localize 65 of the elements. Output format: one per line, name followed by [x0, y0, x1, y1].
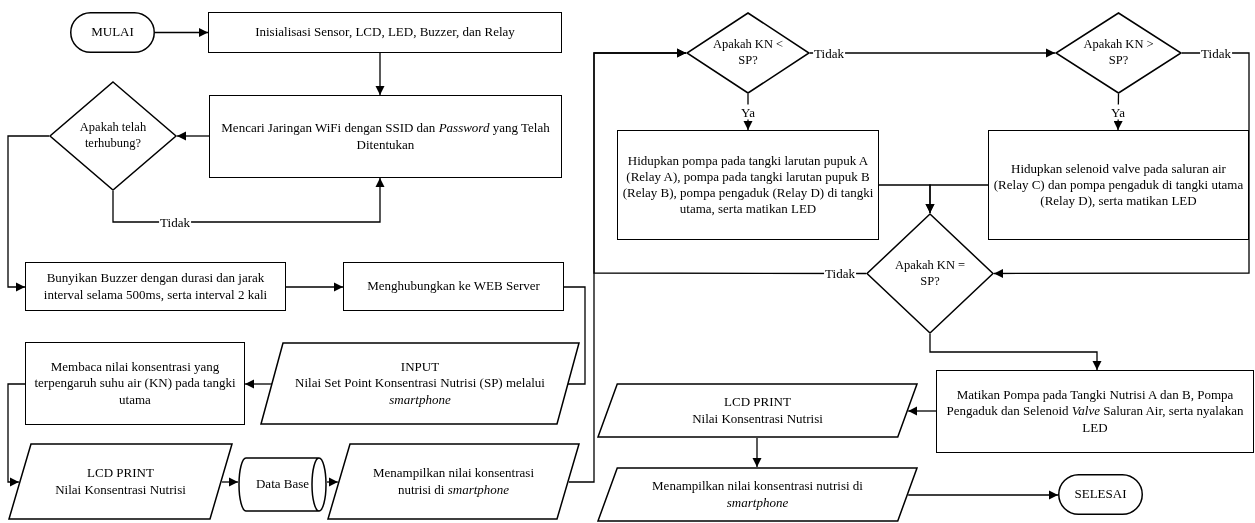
process-box — [25, 262, 286, 311]
io-parallelogram — [260, 342, 580, 425]
node-text: LCD PRINT — [87, 465, 154, 482]
arrow — [593, 48, 867, 275]
node-text: Menampilkan nilai konsentrasi nutrisi di smartphone — [372, 465, 535, 498]
io-parallelogram — [597, 383, 918, 438]
arrow — [1113, 93, 1123, 131]
process-box — [343, 262, 564, 311]
arrow — [244, 379, 272, 389]
process-box — [617, 130, 879, 240]
arrow — [907, 406, 937, 416]
node-text: Nilai Konsentrasi Nutrisi — [692, 410, 823, 427]
node-text: Nilai Set Point Konsentrasi Nutrisi (SP) melalui smartphone — [294, 375, 546, 408]
arrow — [809, 48, 1056, 58]
node-text: Hidupkan selenoid valve pada saluran air (Relay C) dan pompa pengaduk di tangki utama (Relay D), serta matikan LED — [993, 160, 1244, 210]
node-text: Data Base — [255, 476, 310, 493]
arrow — [285, 282, 344, 292]
node-text: Inisialisasi Sensor, LCD, LED, Buzzer, dan Relay — [255, 24, 515, 41]
node-text: MULAI — [91, 24, 134, 41]
arrow — [929, 333, 1102, 371]
node-text: Menampilkan nilai konsentrasi nutrisi di smartphone — [651, 478, 864, 511]
node-text: Apakah KN > SP? — [1082, 37, 1155, 69]
arrow — [326, 477, 339, 487]
decision-diamond — [1055, 12, 1182, 94]
arrow — [221, 477, 239, 487]
node-text: Nilai Konsentrasi Nutrisi — [55, 481, 186, 498]
edge-label: Ya — [740, 104, 756, 120]
node-text: Matikan Pompa pada Tangki Nutrisi A dan B, Pompa Pengaduk dan Selenoid Valve Saluran Air, serta nyalakan LED — [945, 387, 1245, 436]
process-box — [209, 95, 562, 178]
process-box — [208, 12, 562, 53]
terminator — [70, 12, 155, 53]
decision-diamond — [49, 81, 177, 191]
arrow — [925, 184, 989, 214]
arrow — [993, 52, 1250, 279]
decision-diamond — [866, 213, 994, 334]
arrow — [7, 383, 26, 487]
arrow — [907, 490, 1059, 500]
arrow — [375, 52, 385, 96]
node-text: Menghubungkan ke WEB Server — [367, 278, 540, 295]
node-text: INPUT — [400, 359, 440, 376]
process-box — [936, 370, 1254, 453]
node-text: Membaca nilai konsentrasi yang terpengaruh suhu air (KN) pada tangki utama — [33, 359, 237, 408]
io-parallelogram — [327, 443, 580, 520]
arrow — [176, 131, 210, 141]
node-text: Hidupkan pompa pada tangki larutan pupuk A (Relay A), pompa pada tangki larutan pupuk B (Relay B), pompa pengaduk (Relay D) di tangki utama, serta matikan LED — [622, 152, 874, 218]
node-text: Bunyikan Buzzer dengan durasi dan jarak interval selama 500ms, serta interval 2 kali — [42, 270, 269, 303]
arrow — [154, 27, 209, 38]
node-text: Mencari Jaringan WiFi dengan SSID dan Password yang Telah Ditentukan — [220, 120, 551, 153]
database-cylinder — [238, 457, 327, 512]
node-text: Apakah KN < SP? — [712, 37, 784, 69]
node-text: LCD PRINT — [724, 394, 791, 411]
arrow — [7, 135, 50, 292]
edge-label: Ya — [1110, 104, 1126, 120]
node-text: Apakah telah terhubung? — [78, 120, 148, 152]
process-box — [988, 130, 1249, 240]
node-text: SELESAI — [1074, 486, 1127, 503]
process-box — [25, 342, 245, 425]
node-text: Apakah KN = SP? — [893, 257, 967, 290]
io-parallelogram — [597, 467, 918, 522]
arrow — [752, 437, 762, 468]
arrow — [743, 93, 753, 131]
decision-diamond — [686, 12, 810, 94]
arrow — [112, 177, 385, 223]
terminator — [1058, 474, 1143, 515]
io-parallelogram — [8, 443, 233, 520]
